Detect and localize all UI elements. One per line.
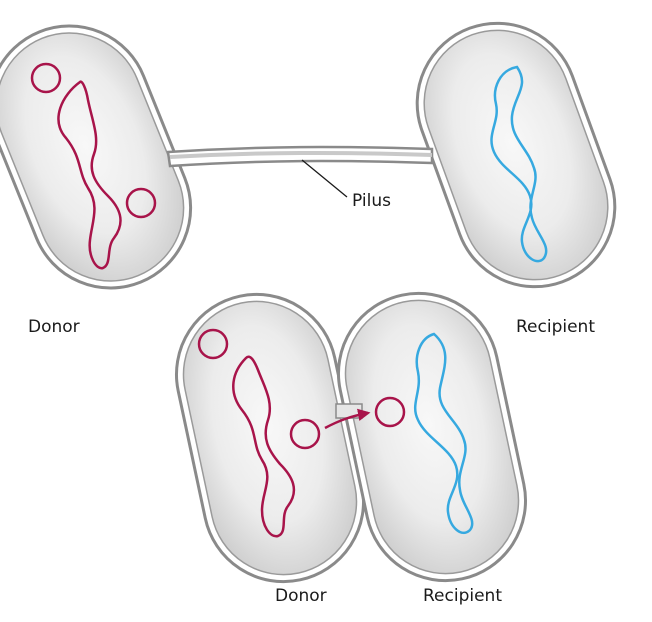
top-donor-plasmid: [30, 62, 62, 94]
pilus-tube: [166, 145, 434, 168]
top-donor-plasmid-2: [125, 187, 157, 219]
top-donor-chromosome: [57, 80, 122, 270]
bottom-donor-label: Donor: [275, 586, 327, 606]
bottom-donor-chromosome: [232, 355, 296, 538]
transferred-plasmid: [374, 396, 406, 428]
pilus-pointer-line: [301, 159, 348, 198]
pilus-label: Pilus: [352, 191, 391, 211]
bottom-recipient-label: Recipient: [423, 586, 502, 606]
top-recipient-label: Recipient: [516, 317, 595, 337]
bottom-donor-cell: [174, 292, 366, 584]
transfer-arrow: [324, 408, 371, 430]
bottom-donor-plasmid: [197, 328, 229, 360]
bottom-donor-plasmid-transfer: [289, 418, 321, 450]
top-recipient-cell: [415, 21, 617, 289]
top-recipient-chromosome: [490, 65, 548, 263]
bottom-recipient-chromosome: [413, 332, 474, 535]
top-donor-label: Donor: [28, 317, 80, 337]
